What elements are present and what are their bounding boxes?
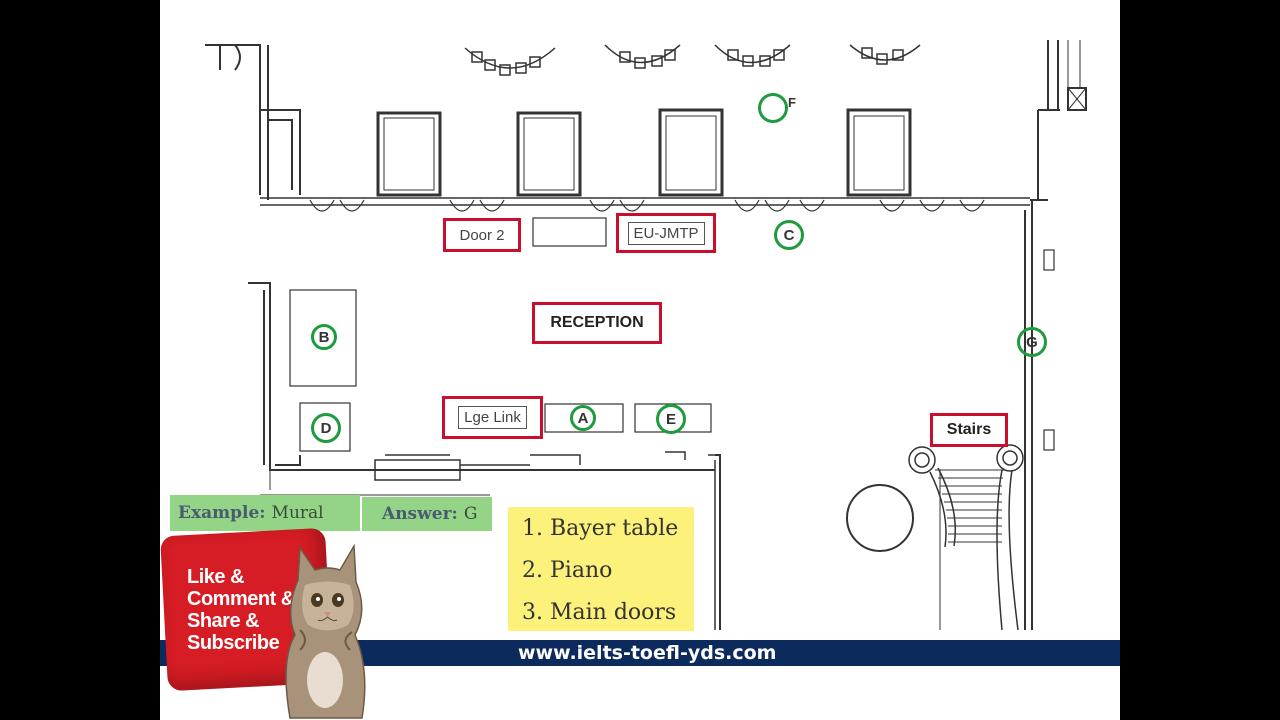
eu-jmtp-text: EU-JMTP	[627, 221, 705, 245]
question-1: 1. Bayer table	[522, 516, 679, 541]
question-2: 2. Piano	[522, 558, 613, 583]
marker-f-letter: F	[788, 95, 796, 110]
stairs-text: Stairs	[946, 421, 992, 438]
question-3: 3. Main doors	[522, 600, 677, 625]
marker-d: D	[311, 413, 341, 443]
stairs-label: Stairs	[930, 413, 1008, 447]
door-2-label: Door 2	[443, 218, 521, 252]
marker-f: F	[758, 93, 796, 123]
reception-label: RECEPTION	[532, 302, 662, 344]
cat-image	[285, 543, 366, 719]
door-2-text: Door 2	[459, 226, 505, 244]
example-label: Example:	[178, 503, 266, 523]
eu-jmtp-label: EU-JMTP	[616, 213, 716, 253]
lge-link-text: Lge Link	[458, 406, 527, 429]
promo-line-2: Comment &	[187, 588, 295, 610]
promo-line-3: Share &	[187, 610, 260, 632]
promo-text: Like & Comment & Share & Subscribe	[187, 566, 295, 654]
marker-b: B	[311, 324, 337, 350]
marker-a: A	[570, 405, 596, 431]
answer-value: G	[463, 504, 478, 524]
marker-c: C	[774, 220, 804, 250]
reception-text: RECEPTION	[550, 314, 644, 331]
example-value: Mural	[271, 503, 324, 523]
questions-box: 1. Bayer table 2. Piano 3. Main doors	[508, 507, 694, 631]
marker-e: E	[656, 404, 686, 434]
example-box: Example: Mural	[170, 495, 360, 531]
promo-line-1: Like &	[187, 566, 245, 588]
lge-link-label: Lge Link	[442, 396, 543, 439]
website-link[interactable]: www.ielts-toefl-yds.com	[518, 642, 777, 664]
marker-g: G	[1017, 327, 1047, 357]
answer-box: Answer: G	[362, 497, 492, 531]
promo-line-4: Subscribe	[187, 632, 280, 654]
answer-label: Answer:	[382, 504, 458, 524]
floor-plan-slide: Door 2 EU-JMTP RECEPTION Lge Link Stairs…	[160, 0, 1120, 720]
